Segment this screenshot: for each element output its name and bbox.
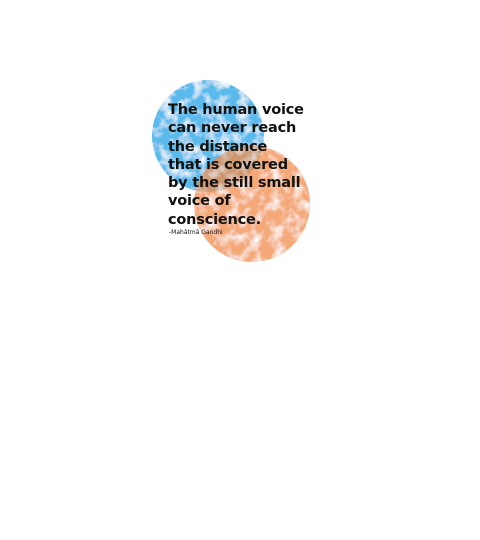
orange-circle — [194, 146, 310, 262]
watercolor-circles — [150, 78, 310, 266]
watercolor-circles-graphic — [152, 80, 310, 262]
overlap-tint — [194, 146, 264, 192]
quote-text: The human voice can never reach the dist… — [168, 102, 304, 228]
quote-attribution: -Mahātmā Gandhi — [169, 229, 223, 236]
